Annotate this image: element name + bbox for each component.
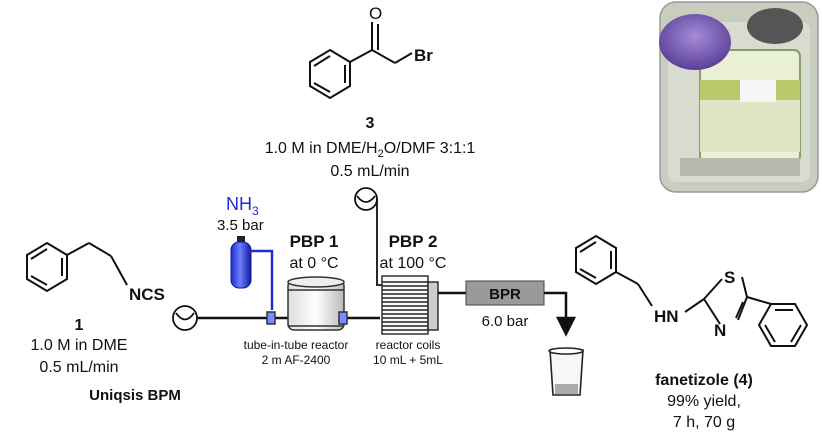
product-yield: 99% yield,	[667, 393, 741, 410]
thiazole-nitrogen-label: N	[714, 321, 726, 340]
reagent-1-conc: 1.0 M in DME	[31, 337, 128, 354]
pbp2-description: reactor coils	[376, 338, 441, 352]
pump-label: Uniqsis BPM	[89, 387, 181, 404]
pbp1-description: tube-in-tube reactor	[244, 338, 349, 352]
bpr-pressure: 6.0 bar	[482, 313, 529, 330]
pbp1-title: PBP 1	[290, 232, 339, 251]
sulfur-label: S	[724, 268, 735, 287]
reagent-1-flow: 0.5 mL/min	[39, 359, 118, 376]
compound-1-number: 1	[75, 317, 84, 334]
bpr-label: BPR	[489, 286, 521, 303]
ncs-label: NCS	[129, 285, 165, 304]
pbp1-temp: at 0 °C	[289, 255, 338, 272]
ammonia-cylinder	[230, 236, 274, 310]
pbp2-temp: at 100 °C	[380, 255, 447, 272]
reactor-photo	[659, 1, 819, 193]
phenethyl-isothiocyanate-structure	[26, 241, 128, 293]
bromine-label: Br	[414, 46, 433, 65]
collection-beaker	[548, 347, 584, 396]
product-name: fanetizole (4)	[655, 372, 753, 389]
pump-reagent-1	[172, 305, 198, 331]
tube-in-tube-reactor	[266, 276, 348, 331]
outflow-arrow	[544, 291, 577, 337]
reactor-coils	[381, 275, 439, 335]
product-time-scale: 7 h, 70 g	[673, 414, 735, 431]
fanetizole-structure	[575, 234, 809, 347]
reagent-3-flow: 0.5 mL/min	[330, 163, 409, 180]
carbonyl-oxygen: O	[369, 4, 382, 23]
bromoacetophenone-structure	[309, 22, 413, 100]
ammonia-label: NH3	[226, 194, 259, 218]
compound-3-number: 3	[366, 115, 375, 132]
amine-label: HN	[654, 307, 679, 326]
reagent-3-conc: 1.0 M in DME/H2O/DMF 3:1:1	[265, 140, 476, 160]
ammonia-pressure: 3.5 bar	[217, 217, 264, 234]
pbp2-volume: 10 mL + 5mL	[373, 353, 443, 367]
pbp1-length: 2 m AF-2400	[262, 353, 331, 367]
pbp2-title: PBP 2	[389, 232, 438, 251]
